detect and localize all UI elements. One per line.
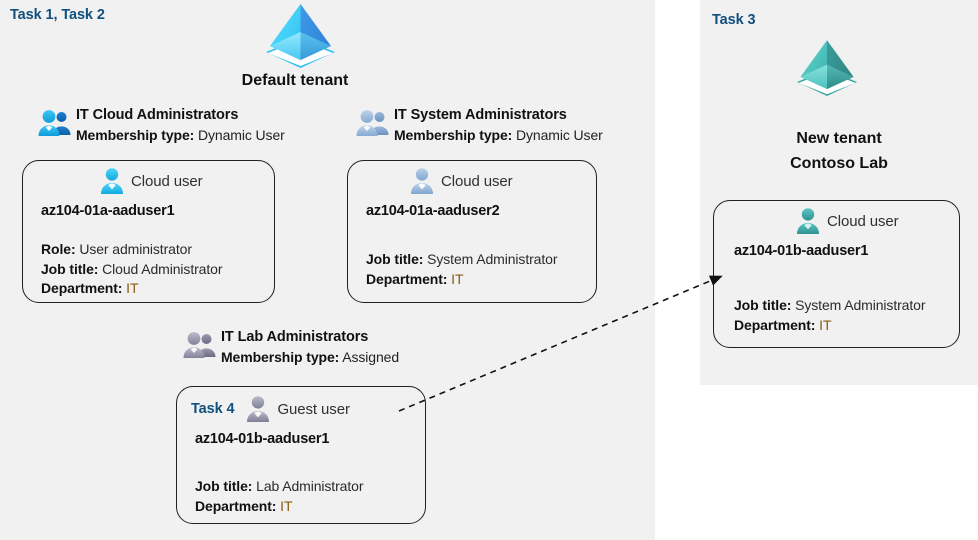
user-attributes: Job title: Lab Administrator Department:…: [195, 477, 363, 516]
membership-value: Assigned: [342, 349, 400, 365]
attr-label: Department:: [734, 316, 816, 333]
card-header: Cloud user: [98, 167, 203, 195]
attr-label: Role:: [41, 241, 76, 257]
group-text: IT Lab Administrators Membership type: A…: [221, 328, 399, 368]
user-type-label: Cloud user: [441, 172, 513, 190]
azure-ad-tenant-icon: [258, 2, 343, 72]
attr-value: System Administrator: [795, 297, 926, 313]
attr-label: Department:: [366, 270, 448, 287]
group-membership: Membership type: Assigned: [221, 347, 399, 368]
user-type-label: Cloud user: [827, 212, 899, 230]
user-attributes: Job title: System Administrator Departme…: [734, 296, 926, 336]
group-users-icon: [38, 109, 71, 142]
attr-label: Job title:: [366, 251, 424, 267]
attr-value: User administrator: [79, 241, 192, 257]
cloud-user-icon: [408, 167, 436, 195]
user-card-az104-01b-aaduser1-new-tenant[interactable]: Cloud user az104-01b-aaduser1 Job title:…: [713, 200, 960, 348]
attr-value: IT: [280, 497, 293, 514]
attr-label: Job title:: [41, 260, 99, 277]
group-text: IT Cloud Administrators Membership type:…: [76, 106, 285, 146]
user-name: az104-01b-aaduser1: [734, 243, 869, 259]
task-label-guest: Task 4: [191, 401, 235, 417]
new-tenant-title: New tenant Contoso Lab: [700, 126, 978, 176]
task-label-left: Task 1, Task 2: [10, 7, 105, 23]
user-card-az104-01a-aaduser2[interactable]: Cloud user az104-01a-aaduser2 Job title:…: [347, 160, 597, 303]
attr-row: Job title: Cloud Administrator: [41, 260, 223, 280]
attr-row: Job title: System Administrator: [734, 296, 926, 316]
attr-value: Lab Administrator: [256, 478, 364, 494]
membership-label: Membership type:: [394, 127, 513, 143]
cloud-user-icon: [98, 167, 126, 195]
cloud-user-icon: [794, 207, 822, 235]
attr-value: IT: [451, 270, 464, 287]
user-type-label: Guest user: [277, 400, 350, 418]
guest-user-icon: [244, 395, 272, 423]
attr-value: IT: [819, 316, 832, 333]
attr-label: Job title:: [195, 478, 253, 494]
membership-label: Membership type:: [221, 349, 340, 365]
attr-row: Department: IT: [734, 316, 925, 336]
attr-value: System Administrator: [427, 251, 558, 267]
group-membership: Membership type: Dynamic User: [394, 125, 603, 146]
attr-row: Job title: Lab Administrator: [195, 477, 363, 497]
user-card-az104-01a-aaduser1[interactable]: Cloud user az104-01a-aaduser1 Role: User…: [22, 160, 275, 303]
azure-ad-tenant-icon: [790, 38, 864, 100]
attr-label: Job title:: [734, 297, 792, 313]
user-name: az104-01b-aaduser1: [195, 431, 330, 447]
group-name: IT Lab Administrators: [221, 329, 369, 345]
attr-row: Department: IT: [41, 279, 222, 299]
default-tenant-title: Default tenant: [241, 72, 349, 89]
membership-value: Dynamic User: [198, 127, 285, 143]
group-text: IT System Administrators Membership type…: [394, 106, 603, 146]
membership-label: Membership type:: [76, 127, 195, 143]
card-header: Cloud user: [408, 167, 513, 195]
attr-row: Department: IT: [366, 270, 557, 290]
new-tenant-title-line2: Contoso Lab: [790, 155, 888, 172]
user-type-label: Cloud user: [131, 172, 203, 190]
user-name: az104-01a-aaduser2: [366, 203, 500, 219]
attr-value: IT: [126, 280, 139, 296]
group-membership: Membership type: Dynamic User: [76, 125, 285, 146]
user-attributes: Job title: System Administrator Departme…: [366, 250, 558, 290]
user-name: az104-01a-aaduser1: [41, 203, 175, 219]
attr-label: Department:: [41, 280, 123, 296]
task-label-right: Task 3: [712, 12, 756, 28]
membership-value: Dynamic User: [516, 127, 603, 143]
user-attributes: Role: User administrator Job title: Clou…: [41, 240, 223, 299]
card-header: Task 4 Guest user: [191, 395, 350, 423]
attr-label: Department:: [195, 497, 277, 514]
group-users-icon: [356, 109, 389, 142]
group-users-icon: [183, 331, 216, 364]
attr-row: Role: User administrator: [41, 240, 222, 260]
group-name: IT Cloud Administrators: [76, 107, 239, 123]
user-card-az104-01b-aaduser1-guest[interactable]: Task 4 Guest user az104-01b-aaduser1 Job…: [176, 386, 426, 524]
attr-row: Job title: System Administrator: [366, 250, 558, 270]
new-tenant-title-line1: New tenant: [796, 130, 882, 147]
group-name: IT System Administrators: [394, 107, 567, 123]
attr-row: Department: IT: [195, 497, 363, 517]
default-tenant-panel: [0, 0, 655, 540]
card-header: Cloud user: [794, 207, 899, 235]
attr-value: Cloud Administrator: [102, 260, 223, 277]
